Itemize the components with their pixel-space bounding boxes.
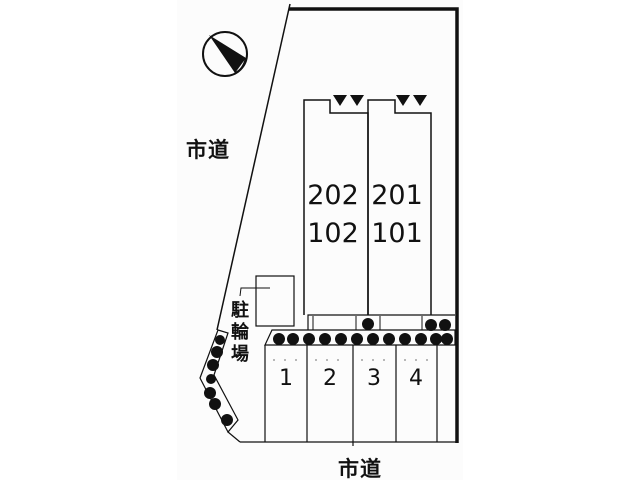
bicycle-parking-area xyxy=(255,275,295,327)
unit-202-label: 202 xyxy=(307,180,359,211)
entrance-marker-icon xyxy=(413,95,427,106)
north-arrow-icon xyxy=(202,31,248,77)
west-road-label: 市道 xyxy=(186,138,230,162)
bicycle-parking-label: 駐輪場 xyxy=(231,300,249,365)
tree-hedge-icon xyxy=(273,318,453,345)
parking-area xyxy=(240,345,456,446)
entrance-marker-icon xyxy=(333,95,347,106)
parking-space-3: 3 xyxy=(367,366,381,391)
property-boundary xyxy=(289,7,459,443)
south-road-label: 市道 xyxy=(338,457,382,481)
parking-space-2: 2 xyxy=(323,366,337,391)
parking-space-1: 1 xyxy=(279,366,293,391)
entrance-marker-icon xyxy=(350,95,364,106)
building-right xyxy=(367,95,432,315)
tree-hedge-icon xyxy=(204,335,233,426)
unit-201-label: 201 xyxy=(371,180,423,211)
unit-101-label: 101 xyxy=(371,218,423,249)
west-road-boundary xyxy=(216,3,291,331)
entrance-marker-icon xyxy=(396,95,410,106)
parking-space-4: 4 xyxy=(409,366,423,391)
site-plan-panel xyxy=(177,0,463,480)
unit-102-label: 102 xyxy=(307,218,359,249)
